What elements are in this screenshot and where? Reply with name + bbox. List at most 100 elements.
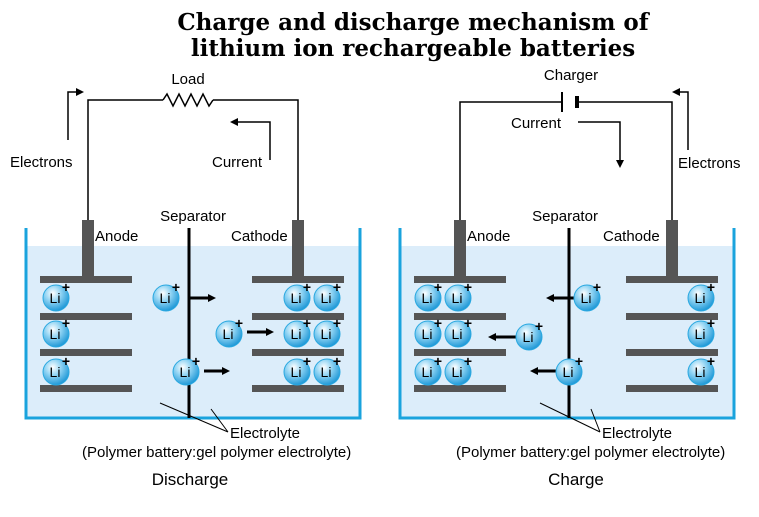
lithium-ion-charge: + <box>172 279 180 295</box>
charge-current-label: Current <box>511 115 562 132</box>
lithium-ion-symbol: Li <box>581 290 592 306</box>
charge-electrons-arrow <box>672 88 689 150</box>
charge-caption: Charge <box>548 470 604 489</box>
lithium-ion-symbol: Li <box>50 364 61 380</box>
lithium-ion-charge: + <box>333 353 341 369</box>
discharge-separator-label: Separator <box>160 208 226 225</box>
lithium-ion-charge: + <box>707 279 715 295</box>
lithium-ion-charge: + <box>62 315 70 331</box>
lithium-ion-symbol: Li <box>291 364 302 380</box>
lithium-ion-icon: Li+ <box>215 315 243 348</box>
charge-cathode-stem <box>666 220 678 277</box>
charge-anode-stem <box>454 220 466 277</box>
lithium-ion-icon: Li+ <box>313 279 341 312</box>
lithium-ion-icon: Li+ <box>515 318 543 351</box>
charge-separator-label: Separator <box>532 208 598 225</box>
load-resistor-icon <box>162 92 214 108</box>
lithium-ion-symbol: Li <box>223 326 234 342</box>
lithium-ion-icon: Li+ <box>444 279 472 312</box>
lithium-ion-icon: Li+ <box>555 353 583 386</box>
lithium-ion-icon: Li+ <box>42 315 70 348</box>
lithium-ion-icon: Li+ <box>687 315 715 348</box>
charge-panel: Charger Current Electrons Anode Separato… <box>398 67 741 489</box>
lithium-ion-charge: + <box>434 315 442 331</box>
lithium-ion-symbol: Li <box>321 326 332 342</box>
title-line-2: lithium ion rechargeable batteries <box>191 35 635 62</box>
discharge-circuit-wire <box>87 99 299 225</box>
lithium-ion-charge: + <box>434 279 442 295</box>
lithium-ion-charge: + <box>434 353 442 369</box>
lithium-ion-symbol: Li <box>422 326 433 342</box>
discharge-current-arrow <box>230 118 271 160</box>
charge-cathode-plates <box>626 276 718 392</box>
lithium-ion-icon: Li+ <box>152 279 180 312</box>
lithium-ion-symbol: Li <box>291 326 302 342</box>
lithium-ion-charge: + <box>707 315 715 331</box>
lithium-ion-icon: Li+ <box>414 279 442 312</box>
title-line-1: Charge and discharge mechanism of <box>177 9 650 36</box>
lithium-ion-symbol: Li <box>291 290 302 306</box>
lithium-ion-symbol: Li <box>695 364 706 380</box>
lithium-ion-charge: + <box>62 353 70 369</box>
lithium-ion-charge: + <box>303 279 311 295</box>
lithium-ion-symbol: Li <box>321 290 332 306</box>
lithium-ion-symbol: Li <box>452 364 463 380</box>
charge-current-arrow <box>578 121 624 168</box>
lithium-ion-symbol: Li <box>160 290 171 306</box>
discharge-cathode-plates <box>252 276 344 392</box>
lithium-ion-charge: + <box>593 279 601 295</box>
lithium-ion-icon: Li+ <box>444 315 472 348</box>
charge-anode-label: Anode <box>467 228 510 245</box>
lithium-ion-icon: Li+ <box>283 353 311 386</box>
charge-anode-plates <box>414 276 506 392</box>
discharge-electrons-arrow <box>67 88 84 140</box>
charger-label: Charger <box>544 67 598 84</box>
lithium-ion-icon: Li+ <box>687 353 715 386</box>
lithium-ion-icon: Li+ <box>42 279 70 312</box>
lithium-ion-symbol: Li <box>452 326 463 342</box>
lithium-ion-symbol: Li <box>422 290 433 306</box>
lithium-ion-symbol: Li <box>180 364 191 380</box>
lithium-ion-charge: + <box>707 353 715 369</box>
discharge-container <box>24 228 362 420</box>
lithium-ion-icon: Li+ <box>687 279 715 312</box>
lithium-ion-charge: + <box>192 353 200 369</box>
lithium-ion-charge: + <box>235 315 243 331</box>
lithium-ion-symbol: Li <box>563 364 574 380</box>
lithium-ion-icon: Li+ <box>414 315 442 348</box>
charge-container <box>398 228 736 420</box>
lithium-ion-symbol: Li <box>523 329 534 345</box>
lithium-ion-charge: + <box>303 315 311 331</box>
lithium-ions: Li+Li+Li+Li+Li+Li+Li+Li+Li+Li+Li+Li+Li+L… <box>42 279 715 386</box>
discharge-cathode-stem <box>292 220 304 277</box>
charge-circuit-wire <box>459 101 673 225</box>
lithium-ion-icon: Li+ <box>313 315 341 348</box>
lithium-ion-symbol: Li <box>321 364 332 380</box>
discharge-current-label: Current <box>212 154 263 171</box>
lithium-ion-icon: Li+ <box>573 279 601 312</box>
charge-cathode-label: Cathode <box>603 228 660 245</box>
lithium-ion-charge: + <box>535 318 543 334</box>
discharge-electrolyte-label: Electrolyte <box>230 425 300 442</box>
discharge-cathode-label: Cathode <box>231 228 288 245</box>
lithium-ion-icon: Li+ <box>172 353 200 386</box>
lithium-ion-charge: + <box>464 353 472 369</box>
load-label: Load <box>171 71 204 88</box>
discharge-caption: Discharge <box>152 470 229 489</box>
lithium-ion-icon: Li+ <box>414 353 442 386</box>
charge-electrolyte-note: (Polymer battery:gel polymer electrolyte… <box>456 444 725 461</box>
lithium-ion-icon: Li+ <box>444 353 472 386</box>
lithium-ion-symbol: Li <box>695 290 706 306</box>
charge-electrons-label: Electrons <box>678 155 741 172</box>
discharge-anode-label: Anode <box>95 228 138 245</box>
lithium-ion-charge: + <box>333 279 341 295</box>
lithium-ion-charge: + <box>575 353 583 369</box>
lithium-ion-icon: Li+ <box>283 315 311 348</box>
discharge-anode-stem <box>82 220 94 277</box>
lithium-ion-icon: Li+ <box>313 353 341 386</box>
discharge-electrolyte-note: (Polymer battery:gel polymer electrolyte… <box>82 444 351 461</box>
lithium-ion-charge: + <box>464 279 472 295</box>
lithium-ion-charge: + <box>62 279 70 295</box>
lithium-ion-charge: + <box>303 353 311 369</box>
